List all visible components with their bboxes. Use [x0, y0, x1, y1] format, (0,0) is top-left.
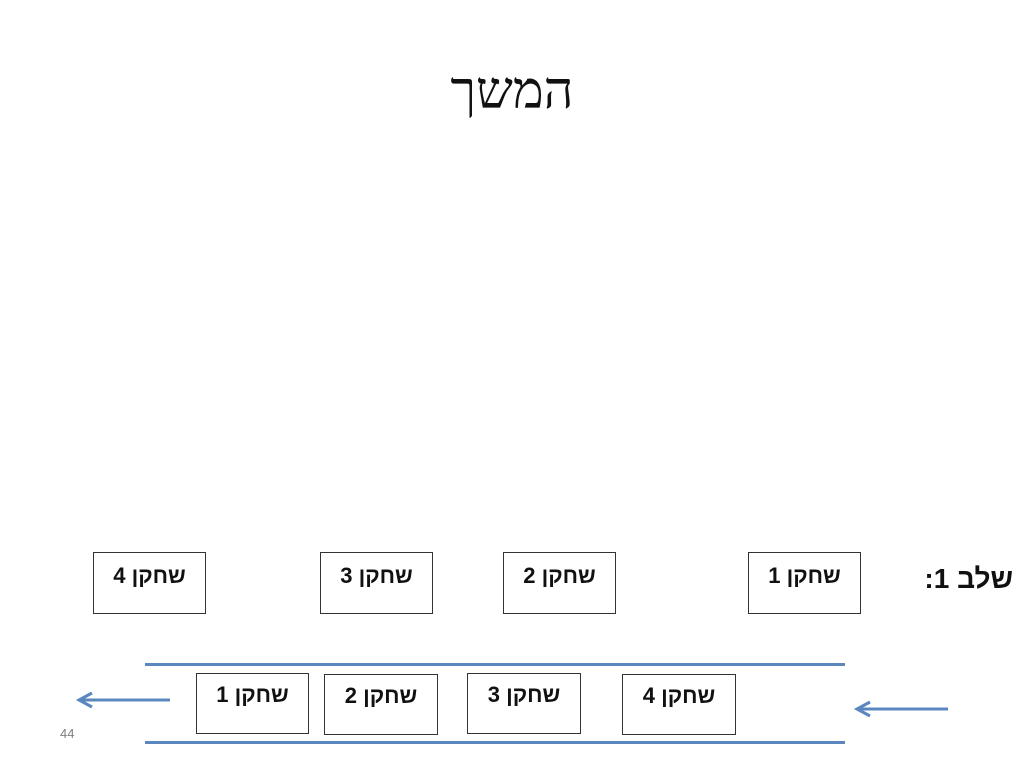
slide-title: המשך: [450, 63, 574, 120]
page-number: 44: [60, 726, 75, 741]
row1-player-4-box: שחקן 4: [93, 552, 206, 614]
row1-player-2-box: שחקן 2: [503, 552, 616, 614]
row2-player-1-box: שחקן 1: [196, 673, 309, 734]
row2-player-3-box: שחקן 3: [467, 673, 581, 734]
row1-player-1-box: שחקן 1: [748, 552, 861, 614]
row2-player-4-box: שחקן 4: [622, 674, 736, 735]
row1-player-3-box: שחקן 3: [320, 552, 433, 614]
row2-player-2-box: שחקן 2: [324, 674, 438, 735]
left-exit-arrow-icon: [75, 691, 170, 709]
stage-label: שלב 1:: [924, 563, 1013, 594]
lane-top-line: [145, 663, 845, 666]
lane-bottom-line: [145, 741, 845, 744]
right-entry-arrow-icon: [853, 700, 948, 718]
